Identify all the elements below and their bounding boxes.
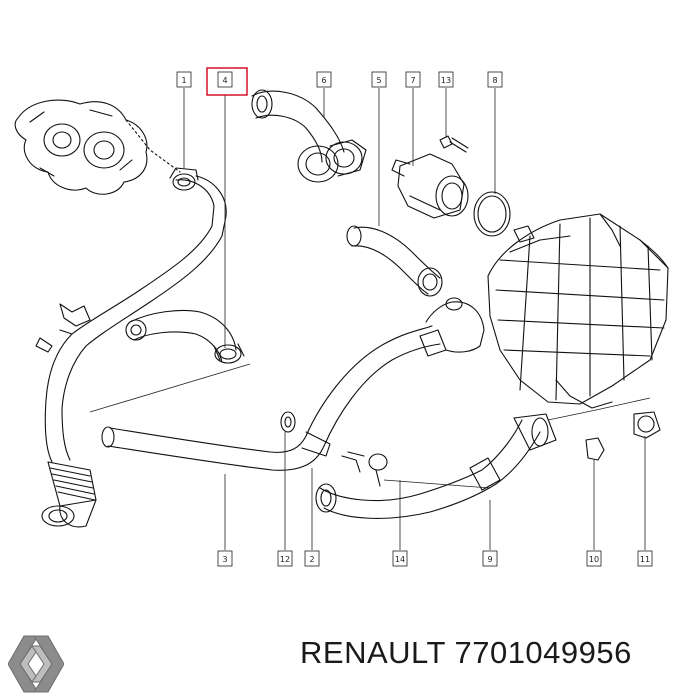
callout-5: 5 bbox=[371, 71, 387, 88]
callout-4-highlighted: 4 bbox=[206, 67, 248, 96]
callout-3: 3 bbox=[217, 550, 233, 567]
svg-text:10: 10 bbox=[589, 555, 599, 564]
mount-part-11 bbox=[633, 411, 661, 439]
svg-text:3: 3 bbox=[222, 555, 227, 564]
callout-14: 14 bbox=[392, 550, 408, 567]
svg-text:13: 13 bbox=[441, 76, 451, 85]
hose-part-5 bbox=[346, 225, 443, 297]
svg-text:1: 1 bbox=[181, 76, 186, 85]
callout-7: 7 bbox=[405, 71, 421, 88]
hose-part-1 bbox=[35, 167, 227, 528]
svg-text:8: 8 bbox=[492, 76, 497, 85]
callout-6: 6 bbox=[316, 71, 332, 88]
svg-text:4: 4 bbox=[222, 76, 227, 85]
air-filter-housing bbox=[487, 213, 669, 409]
part-number: 7701049956 bbox=[454, 635, 632, 670]
brand-part-number: RENAULT 7701049956 bbox=[300, 635, 632, 671]
connector-part-7 bbox=[391, 153, 469, 219]
bolt-part-13 bbox=[439, 135, 469, 153]
o-ring-part-8 bbox=[473, 191, 511, 237]
callout-8: 8 bbox=[487, 71, 503, 88]
callout-boxes: 1 4 6 5 7 13 bbox=[176, 67, 653, 567]
renault-diamond-logo-icon bbox=[8, 635, 64, 693]
callout-9: 9 bbox=[482, 550, 498, 567]
svg-text:9: 9 bbox=[487, 555, 492, 564]
callout-11: 11 bbox=[637, 550, 653, 567]
callout-12: 12 bbox=[277, 550, 293, 567]
svg-text:2: 2 bbox=[309, 555, 314, 564]
bolt-part-14 bbox=[341, 451, 388, 487]
callout-2: 2 bbox=[304, 550, 320, 567]
svg-text:6: 6 bbox=[321, 76, 326, 85]
callout-1: 1 bbox=[176, 71, 192, 88]
callout-10: 10 bbox=[586, 550, 602, 567]
svg-text:12: 12 bbox=[280, 555, 290, 564]
grommet-part-12 bbox=[280, 411, 296, 433]
svg-text:14: 14 bbox=[395, 555, 405, 564]
svg-text:11: 11 bbox=[640, 555, 650, 564]
turbocharger-drawing bbox=[14, 99, 181, 195]
exploded-parts-diagram: 1 4 6 5 7 13 bbox=[14, 67, 669, 567]
pipe-part-2 bbox=[101, 297, 485, 471]
svg-text:7: 7 bbox=[410, 76, 415, 85]
brand-name: RENAULT bbox=[300, 635, 446, 670]
hose-part-9 bbox=[315, 413, 557, 519]
clip-part-10 bbox=[585, 437, 605, 461]
svg-text:5: 5 bbox=[376, 76, 381, 85]
callout-13: 13 bbox=[438, 71, 454, 88]
leader-lines bbox=[89, 88, 651, 550]
hose-part-6 bbox=[251, 89, 367, 183]
hose-part-4 bbox=[125, 309, 245, 364]
